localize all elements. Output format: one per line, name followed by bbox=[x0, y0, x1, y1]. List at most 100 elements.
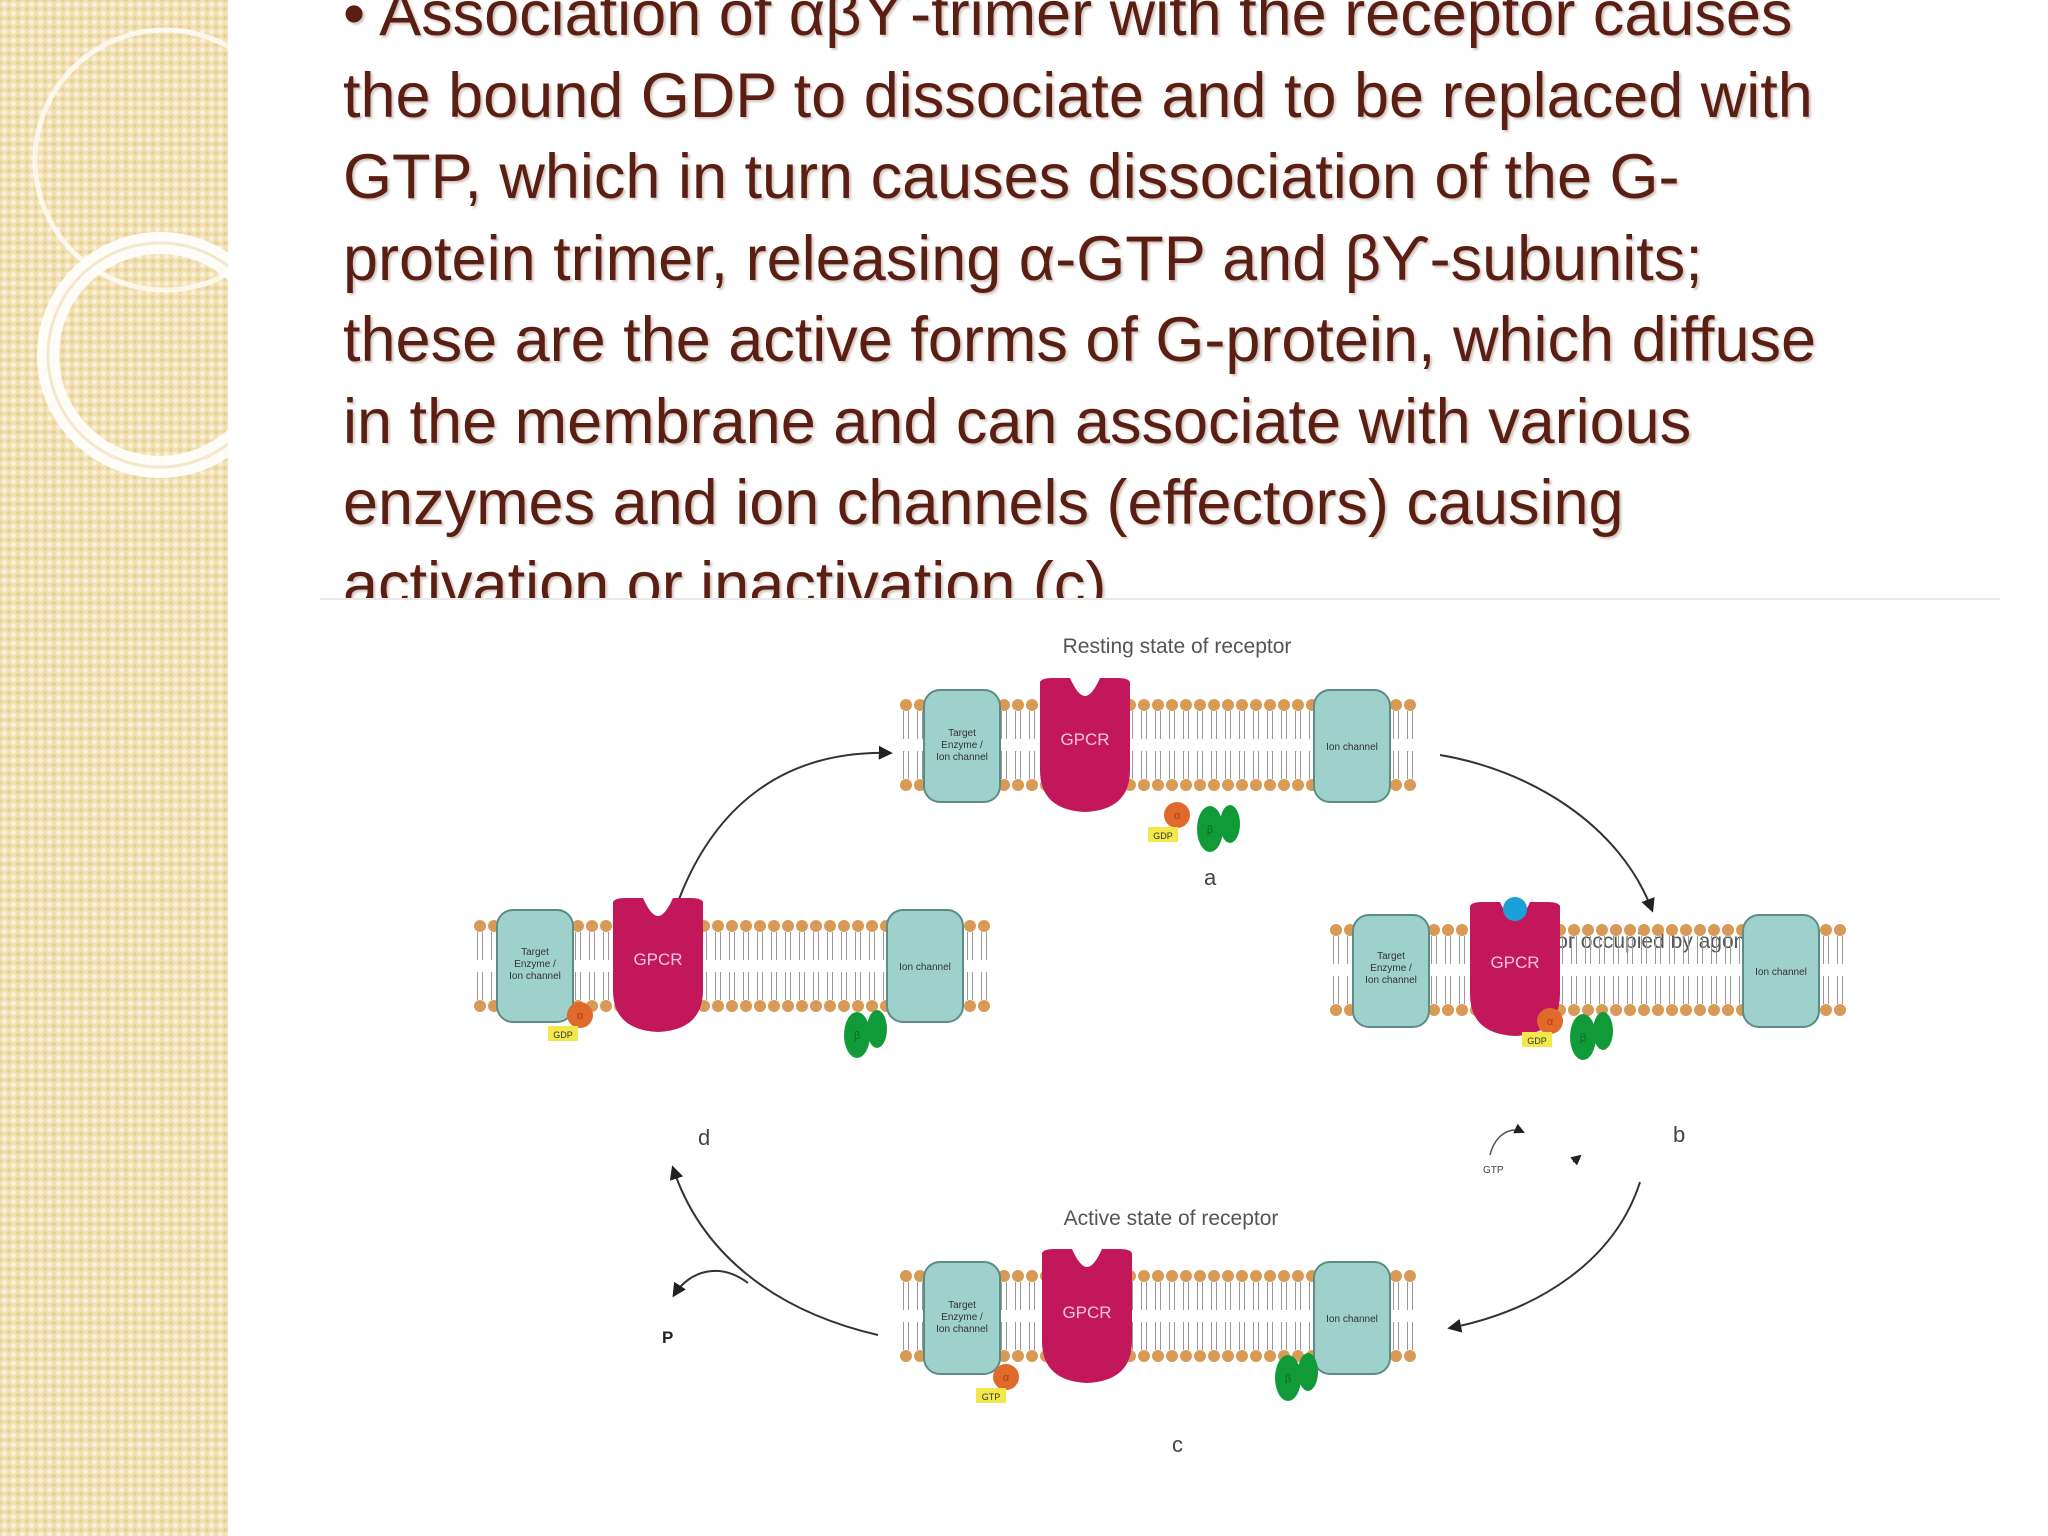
lipid-head bbox=[1012, 699, 1024, 711]
gpcr-receptor bbox=[613, 898, 703, 1032]
ion-channel-box bbox=[1313, 1261, 1391, 1375]
ion-channel-box bbox=[1313, 689, 1391, 803]
lipid-head bbox=[866, 920, 878, 932]
membrane-b: Target Enzyme / Ion channel GPCR Ion cha… bbox=[1330, 897, 1846, 1176]
arrow-b-to-c bbox=[1447, 1181, 1641, 1333]
lipid-head bbox=[1278, 779, 1290, 791]
gpcr-receptor bbox=[1470, 902, 1560, 1036]
lipid-head bbox=[1428, 924, 1440, 936]
lipid-head bbox=[1694, 924, 1706, 936]
lipid-head bbox=[1236, 779, 1248, 791]
lipid-head bbox=[796, 1000, 808, 1012]
lipid-head bbox=[740, 920, 752, 932]
state-a-title: Resting state of receptor bbox=[1063, 635, 1292, 658]
lipid-head bbox=[1680, 1004, 1692, 1016]
target-label: Enzyme / bbox=[1370, 963, 1412, 974]
target-box bbox=[1352, 914, 1430, 1028]
gpcr-cycle-diagram: Resting state of receptor Receptor occup… bbox=[474, 635, 1846, 1457]
lipid-head bbox=[1442, 1004, 1454, 1016]
lipid-head bbox=[1610, 924, 1622, 936]
lipid-head bbox=[1404, 1270, 1416, 1282]
lipid-head bbox=[1428, 1004, 1440, 1016]
alpha-subunit bbox=[567, 1002, 593, 1028]
lipid-head bbox=[1012, 779, 1024, 791]
lipid-head bbox=[852, 920, 864, 932]
decorative-rings bbox=[32, 27, 228, 478]
membrane-c: Target Enzyme / Ion channel GPCR Ion cha… bbox=[900, 1249, 1416, 1457]
lipid-head bbox=[740, 1000, 752, 1012]
lipid-head bbox=[1250, 1270, 1262, 1282]
lipid-head bbox=[1708, 924, 1720, 936]
lipid-head bbox=[1610, 1004, 1622, 1016]
lipid-head bbox=[1026, 1350, 1038, 1362]
alpha-label: α bbox=[1174, 810, 1181, 822]
lipid-head bbox=[1194, 779, 1206, 791]
lipid-head bbox=[1652, 924, 1664, 936]
lipid-head bbox=[1166, 779, 1178, 791]
gpcr-label: GPCR bbox=[1062, 1303, 1111, 1322]
ion-channel-label: Ion channel bbox=[1326, 1314, 1378, 1325]
target-label: Enzyme / bbox=[941, 1312, 983, 1323]
lipid-head bbox=[1138, 1270, 1150, 1282]
target-label: Ion channel bbox=[936, 752, 988, 763]
lipid-head bbox=[572, 920, 584, 932]
ion-channel-label: Ion channel bbox=[1326, 742, 1378, 753]
arrow-d-to-a bbox=[674, 745, 893, 911]
lipid-head bbox=[1278, 1270, 1290, 1282]
beta-subunit bbox=[1197, 806, 1223, 852]
state-c-title: Active state of receptor bbox=[1064, 1207, 1279, 1230]
lipid-head bbox=[1138, 1350, 1150, 1362]
lipid-head bbox=[600, 1000, 612, 1012]
lipid-head bbox=[782, 920, 794, 932]
lipid-head bbox=[1568, 924, 1580, 936]
lipid-head bbox=[1222, 699, 1234, 711]
lipid-head bbox=[1404, 1350, 1416, 1362]
lipid-head bbox=[1264, 699, 1276, 711]
gdp-label: GDP bbox=[553, 1030, 573, 1040]
lipid-head bbox=[1456, 1004, 1468, 1016]
decorative-side-strip bbox=[0, 0, 229, 1536]
lipid-head bbox=[1152, 1270, 1164, 1282]
lipid-head bbox=[838, 920, 850, 932]
bullet-line: • Association of αβϒ-trimer with the rec… bbox=[343, 0, 1793, 49]
beta-label: β bbox=[1207, 824, 1213, 836]
lipid-head bbox=[1264, 1350, 1276, 1362]
target-label: Ion channel bbox=[1365, 975, 1417, 986]
gdp-label: GDP bbox=[1527, 1036, 1547, 1046]
bullet-line: activation or inactivation (c). bbox=[343, 549, 1124, 599]
bullet-line: GTP, which in turn causes dissociation o… bbox=[343, 142, 1680, 212]
lipid-head bbox=[1694, 1004, 1706, 1016]
lipid-head bbox=[1330, 1004, 1342, 1016]
alpha-label: α bbox=[577, 1010, 584, 1022]
slide-body bbox=[228, 0, 2048, 1536]
lipid-head bbox=[754, 920, 766, 932]
lipid-head bbox=[600, 920, 612, 932]
bullet-line: the bound GDP to dissociate and to be re… bbox=[343, 60, 1813, 131]
alpha-label: α bbox=[1547, 1016, 1554, 1028]
gamma-subunit bbox=[1298, 1353, 1318, 1391]
bullet-line: protein trimer, releasing α-GTP and βϒ-s… bbox=[343, 223, 1703, 294]
lipid-head bbox=[1208, 1270, 1220, 1282]
gdp-release-arrow bbox=[1570, 1154, 1582, 1166]
lipid-head bbox=[1194, 699, 1206, 711]
target-label: Target bbox=[1377, 951, 1405, 962]
lipid-head bbox=[1834, 924, 1846, 936]
lipid-head bbox=[838, 1000, 850, 1012]
arrow-c-to-d bbox=[669, 1165, 879, 1336]
alpha-label: α bbox=[1003, 1372, 1010, 1384]
ion-channel-label: Ion channel bbox=[899, 962, 951, 973]
beta-subunit bbox=[844, 1012, 870, 1058]
bullet-line: in the membrane and can associate with v… bbox=[343, 386, 1692, 457]
lipid-head bbox=[1404, 699, 1416, 711]
lipid-head bbox=[900, 1270, 912, 1282]
lipid-head bbox=[1568, 1004, 1580, 1016]
panel-letter-b: b bbox=[1673, 1122, 1685, 1147]
lipid-head bbox=[900, 779, 912, 791]
lipid-head bbox=[810, 920, 822, 932]
alpha-subunit bbox=[1164, 802, 1190, 828]
lipid-head bbox=[1292, 1270, 1304, 1282]
lipid-head bbox=[1222, 1270, 1234, 1282]
beta-label: β bbox=[854, 1030, 860, 1042]
beta-subunit bbox=[1275, 1355, 1301, 1401]
lipid-head bbox=[754, 1000, 766, 1012]
